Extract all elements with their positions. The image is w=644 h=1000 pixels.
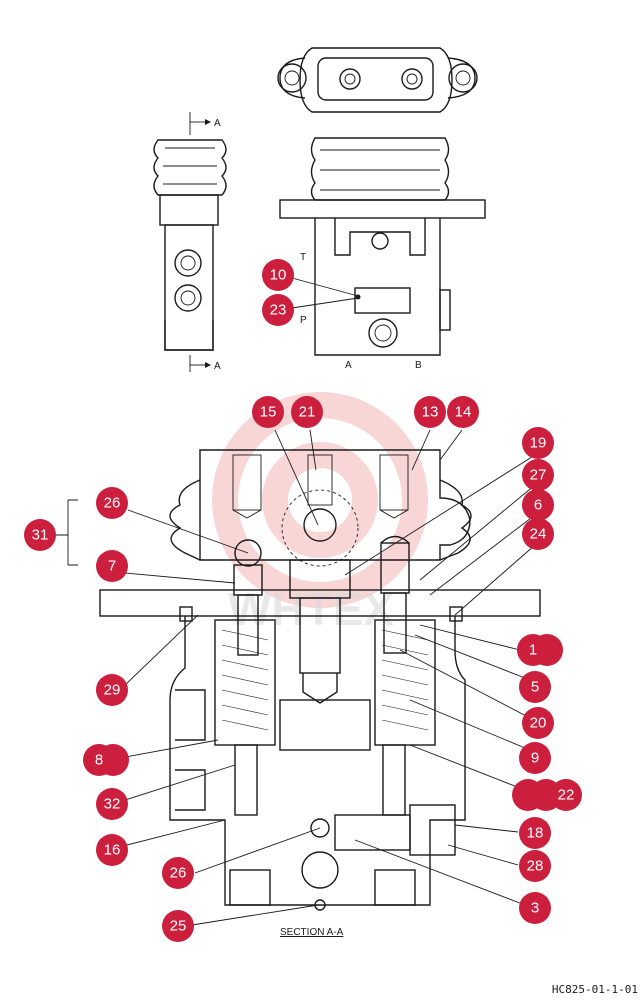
reference-code: HC825-01-1-01	[551, 983, 638, 996]
svg-text:7: 7	[108, 558, 116, 575]
svg-text:21: 21	[299, 404, 316, 421]
callout-26-bottom: 26	[162, 857, 194, 889]
callout-1: 1	[517, 634, 563, 666]
svg-text:20: 20	[530, 715, 547, 732]
svg-text:10: 10	[270, 267, 287, 284]
svg-text:19: 19	[530, 435, 547, 452]
port-label-t: T	[300, 252, 306, 263]
callout-26-top: 26	[96, 487, 128, 519]
callout-9: 9	[519, 742, 551, 774]
callout-7: 7	[96, 550, 128, 582]
svg-text:9: 9	[531, 750, 539, 767]
front-view: T P A B	[279, 137, 486, 371]
svg-text:28: 28	[527, 858, 544, 875]
callout-25: 25	[162, 910, 194, 942]
svg-text:23: 23	[270, 302, 287, 319]
section-arrow-label-bottom: A	[214, 361, 221, 372]
callout-28: 28	[519, 850, 551, 882]
svg-text:18: 18	[527, 825, 544, 842]
callout-23: 23	[262, 294, 294, 326]
svg-text:25: 25	[170, 918, 187, 935]
callout-5: 5	[519, 671, 551, 703]
svg-text:13: 13	[422, 404, 439, 421]
callouts: 10 23 15 21 13 14 19 27 6 24 26 31 7 1 5…	[24, 259, 582, 942]
callout-18: 18	[519, 817, 551, 849]
svg-text:14: 14	[455, 404, 472, 421]
svg-text:1: 1	[529, 642, 537, 659]
callout-20: 20	[522, 707, 554, 739]
svg-text:31: 31	[32, 527, 49, 544]
section-title: SECTION A-A	[280, 927, 344, 938]
svg-text:26: 26	[170, 865, 187, 882]
svg-text:15: 15	[260, 404, 277, 421]
port-label-p: P	[300, 315, 307, 326]
watermark-logo: WHTEX	[212, 392, 428, 635]
svg-text:3: 3	[531, 900, 539, 917]
callout-10: 10	[262, 259, 294, 291]
callout-8: 8	[83, 744, 129, 776]
svg-text:32: 32	[104, 796, 121, 813]
callout-22: 22	[512, 779, 582, 811]
callout-14: 14	[447, 396, 479, 428]
callout-27: 27	[522, 459, 554, 491]
callout-32: 32	[96, 788, 128, 820]
callout-6: 6	[522, 489, 554, 521]
svg-text:5: 5	[531, 679, 539, 696]
callout-19: 19	[522, 427, 554, 459]
svg-text:26: 26	[104, 495, 121, 512]
callout-29: 29	[96, 674, 128, 706]
svg-text:29: 29	[104, 682, 121, 699]
svg-text:8: 8	[95, 752, 103, 769]
svg-text:27: 27	[530, 467, 547, 484]
svg-text:16: 16	[104, 842, 121, 859]
callout-24: 24	[522, 518, 554, 550]
svg-text:24: 24	[530, 526, 547, 543]
callout-15: 15	[252, 396, 284, 428]
side-view: A A	[153, 112, 227, 372]
callout-21: 21	[291, 396, 323, 428]
leader-lines	[55, 277, 536, 926]
section-a-a: SECTION A-A	[99, 449, 541, 938]
port-label-a: A	[345, 360, 352, 371]
plan-view-flange	[277, 47, 478, 113]
svg-text:22: 22	[558, 787, 575, 804]
section-arrow-label-top: A	[214, 118, 221, 129]
callout-13: 13	[414, 396, 446, 428]
callout-3: 3	[519, 892, 551, 924]
callout-31: 31	[24, 519, 56, 551]
port-label-b: B	[415, 360, 422, 371]
watermark-text: WHTEX	[228, 583, 394, 635]
svg-text:6: 6	[534, 497, 542, 514]
callout-16: 16	[96, 834, 128, 866]
